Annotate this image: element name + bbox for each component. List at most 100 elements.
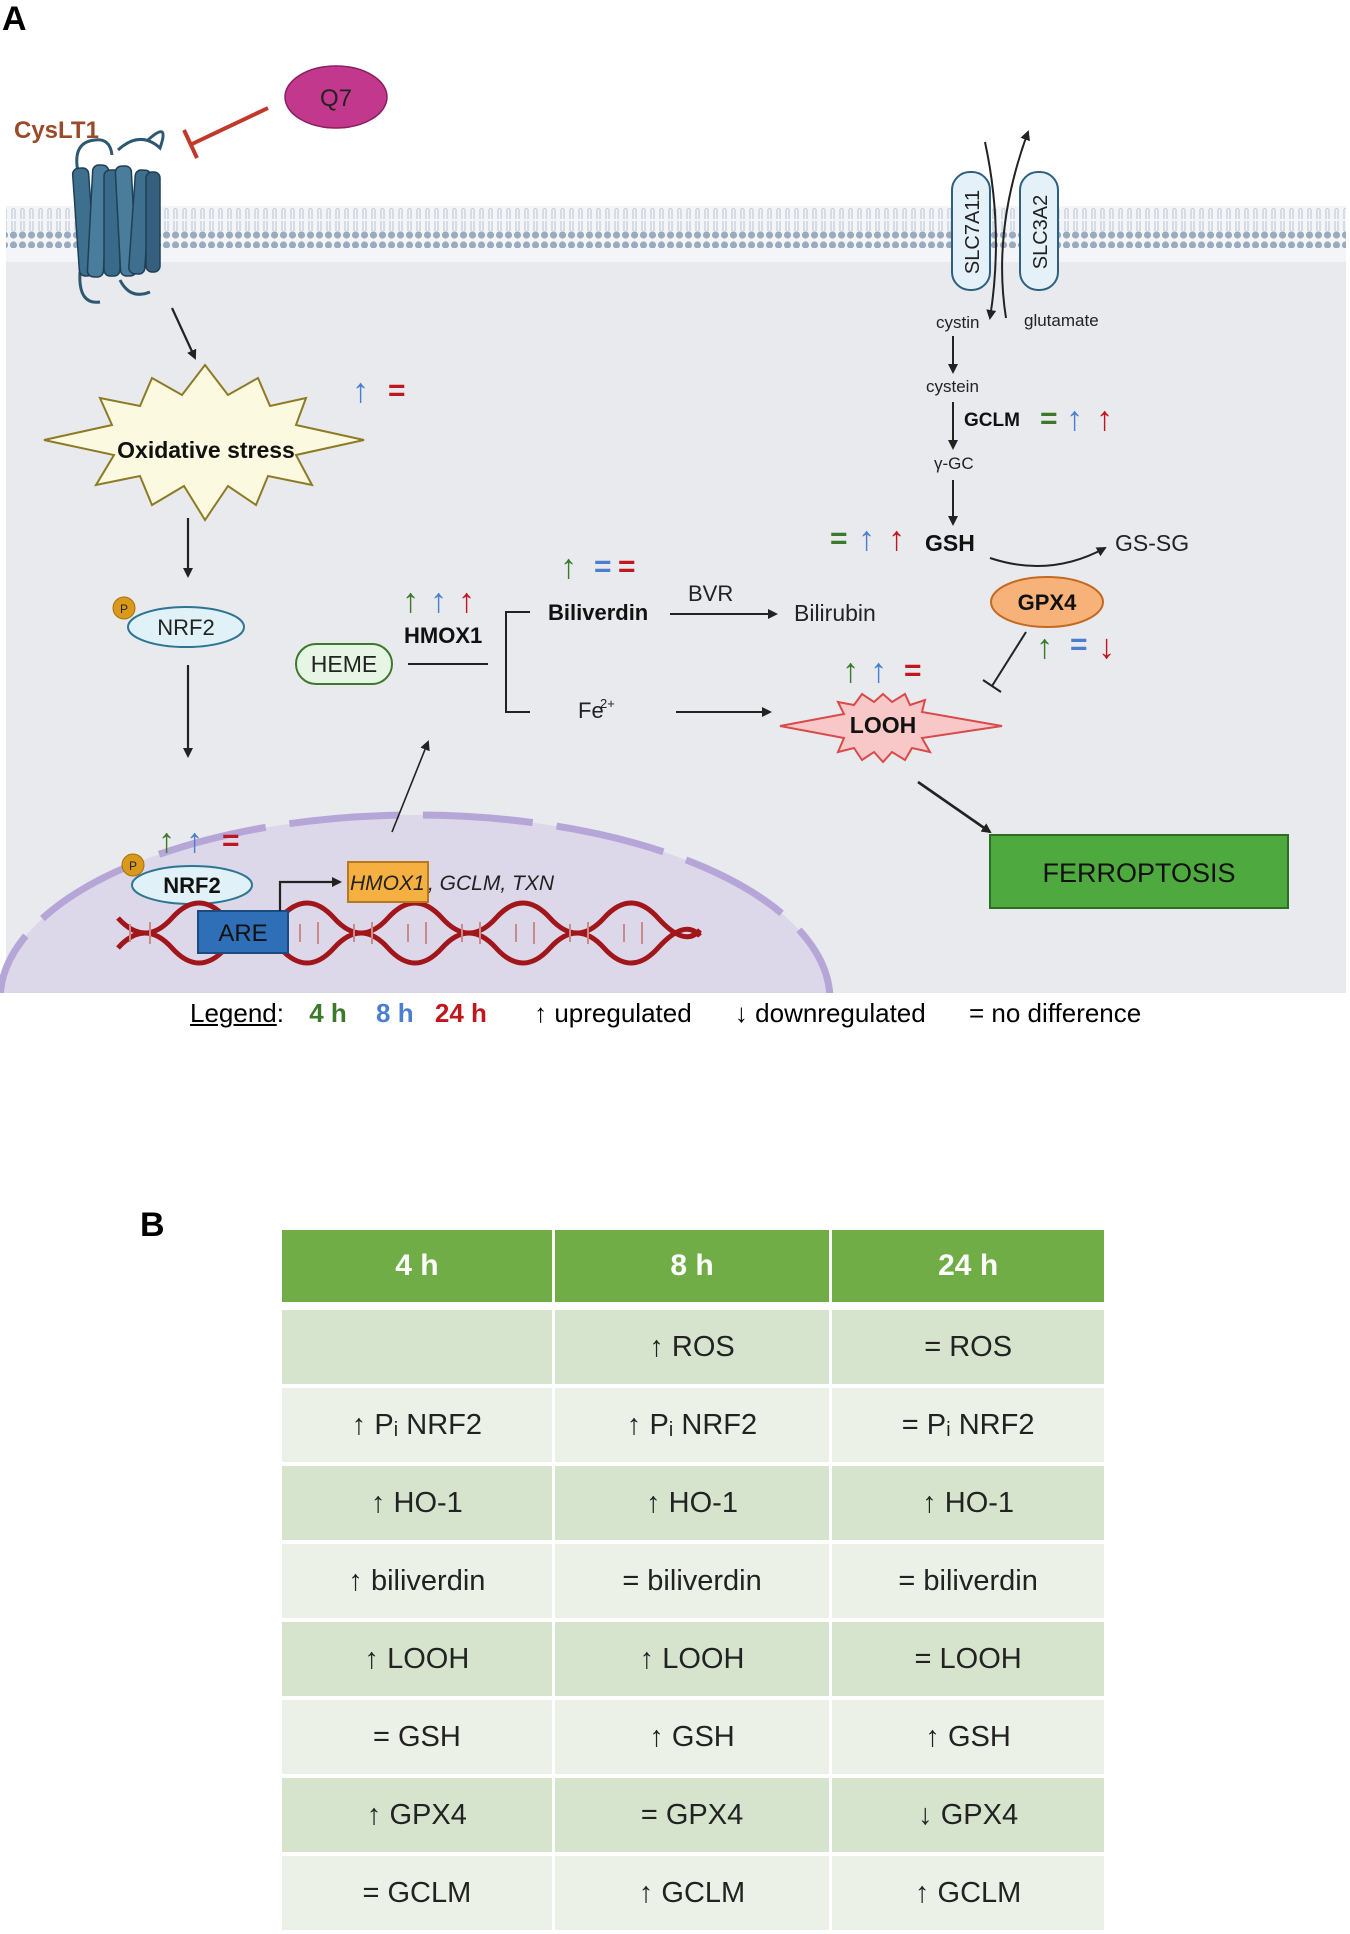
table-cell: = GPX4	[554, 1778, 833, 1856]
table-cell: = GCLM	[282, 1856, 555, 1934]
gsh-label: GSH	[925, 530, 975, 556]
table-cell: ↑ LOOH	[554, 1622, 833, 1700]
are-label: ARE	[218, 920, 267, 947]
table-cell: = GSH	[282, 1700, 555, 1778]
fe-label: Fe	[578, 698, 604, 723]
gpx4-inhibition-line	[991, 631, 1027, 687]
gpx4-inhibition-bar	[982, 679, 1002, 693]
gpx4-node	[990, 576, 1104, 628]
looh-24h-indicator: =	[904, 654, 922, 687]
panel-b-label: B	[140, 1206, 165, 1244]
q7-inhibition-bar	[182, 129, 199, 159]
hmox1-4h-indicator: ↑	[402, 582, 419, 620]
legend-8h: 8 h	[376, 998, 414, 1028]
are-element	[197, 910, 289, 954]
glutamate-label: glutamate	[1024, 311, 1099, 330]
table-cell: = LOOH	[832, 1622, 1104, 1700]
hmox1-label: HMOX1	[404, 623, 482, 648]
lipid-bilayer	[6, 208, 1346, 248]
q7-compound	[284, 65, 388, 129]
header-4h: 4 h	[282, 1230, 555, 1310]
table-row: ↑ LOOH ↑ LOOH = LOOH	[282, 1622, 1104, 1700]
legend-4h: 4 h	[309, 998, 347, 1028]
glutamate-export-arrow	[1001, 130, 1030, 319]
cystin-import-arrow	[984, 141, 997, 320]
transcription-arrow	[278, 877, 342, 911]
looh-4h-indicator: ↑	[842, 652, 859, 690]
phospho-label: P	[120, 602, 128, 616]
phospho-nucleus-label: P	[129, 859, 137, 873]
legend-up: ↑ upregulated	[534, 998, 692, 1028]
gpx4-8h-indicator: =	[1070, 628, 1088, 661]
gpx4-label: GPX4	[1018, 590, 1077, 615]
slc7a11-label: SLC7A11	[962, 190, 984, 274]
stress-8h-indicator: ↑	[352, 372, 369, 410]
hmox1-24h-indicator: ↑	[458, 582, 475, 620]
biliverdin-4h-indicator: ↑	[560, 548, 577, 586]
nrf2-cytoplasm	[127, 606, 245, 648]
table-row: = GCLM ↑ GCLM ↑ GCLM	[282, 1856, 1104, 1934]
gsh-8h-indicator: ↑	[858, 520, 875, 558]
phospho-group-nucleus-icon	[121, 853, 145, 877]
legend-colon: :	[276, 998, 284, 1028]
table-cell: = ROS	[832, 1310, 1104, 1388]
looh-burst	[779, 692, 1003, 764]
target-gene-hmox1: HMOX1	[350, 872, 425, 895]
table-cell: ↓ GPX4	[832, 1778, 1104, 1856]
table-cell: ↑ Pᵢ NRF2	[554, 1388, 833, 1466]
ggc-label: γ-GC	[934, 454, 974, 473]
pathway-diagram: CysLT1 Q7 Oxidative stress ↑ = NRF2 P ↑ …	[0, 65, 1346, 1000]
target-genes-rest: , GCLM, TXN	[428, 872, 555, 895]
looh-label: LOOH	[850, 712, 916, 738]
panel-a-label: A	[2, 0, 27, 38]
legend-title: Legend	[190, 998, 277, 1028]
table-row: ↑ HO-1 ↑ HO-1 ↑ HO-1	[282, 1466, 1104, 1544]
cyslt1-receptor-icon	[71, 130, 165, 304]
table-cell: ↑ HO-1	[832, 1466, 1104, 1544]
slc3a2-label: SLC3A2	[1030, 195, 1052, 270]
gpx4-24h-indicator: ↓	[1098, 628, 1115, 666]
table-cell: ↑ GCLM	[554, 1856, 833, 1934]
table-header-row: 4 h 8 h 24 h	[282, 1230, 1104, 1310]
biliverdin-8h-indicator: =	[594, 550, 612, 583]
table-cell: ↑ biliverdin	[282, 1544, 555, 1622]
bilirubin-label: Bilirubin	[794, 600, 876, 626]
table-row: ↑ Pᵢ NRF2 ↑ Pᵢ NRF2 = Pᵢ NRF2	[282, 1388, 1104, 1466]
cystin-label: cystin	[936, 313, 979, 332]
stress-24h-indicator: =	[388, 374, 406, 407]
arrow-receptor-to-stress	[171, 307, 197, 360]
table-row: ↑ ROS = ROS	[282, 1310, 1104, 1388]
table-cell: = Pᵢ NRF2	[832, 1388, 1104, 1466]
gssg-label: GS-SG	[1115, 530, 1189, 556]
nrf2-4h-indicator: ↑	[158, 822, 175, 860]
gclm-4h-indicator: =	[1040, 402, 1058, 435]
header-24h: 24 h	[832, 1230, 1104, 1310]
table-row: ↑ GPX4 = GPX4 ↓ GPX4	[282, 1778, 1104, 1856]
table-cell: ↑ GCLM	[832, 1856, 1104, 1934]
heme-label: HEME	[311, 651, 377, 677]
fe-charge: 2+	[600, 696, 615, 711]
table-cell: ↑ Pᵢ NRF2	[282, 1388, 555, 1466]
gpx4-4h-indicator: ↑	[1036, 628, 1053, 666]
header-8h: 8 h	[554, 1230, 833, 1310]
arrow-gsh-to-gssg	[989, 547, 1107, 567]
gclm-24h-indicator: ↑	[1096, 400, 1113, 438]
nrf2-8h-indicator: ↑	[186, 822, 203, 860]
table-cell: ↑ HO-1	[554, 1466, 833, 1544]
oxidative-stress-burst	[43, 363, 365, 522]
slc7a11-transporter	[951, 171, 991, 291]
nrf2-nucleus-label: NRF2	[163, 873, 220, 898]
biliverdin-label: Biliverdin	[548, 600, 648, 625]
ferroptosis-box	[989, 834, 1289, 909]
cyslt1-label: CysLT1	[14, 117, 99, 144]
legend: Legend: 4 h 8 h 24 h ↑ upregulated ↓ dow…	[190, 998, 1151, 1029]
table-cell: ↑ GSH	[554, 1700, 833, 1778]
nrf2-cytoplasm-label: NRF2	[157, 615, 214, 640]
table-row: = GSH ↑ GSH ↑ GSH	[282, 1700, 1104, 1778]
table-cell: ↑ LOOH	[282, 1622, 555, 1700]
gclm-label: GCLM	[964, 410, 1020, 431]
q7-label: Q7	[320, 85, 352, 112]
legend-nodiff: = no difference	[968, 998, 1142, 1028]
phospho-group-icon	[112, 596, 136, 620]
table-cell	[282, 1310, 555, 1388]
